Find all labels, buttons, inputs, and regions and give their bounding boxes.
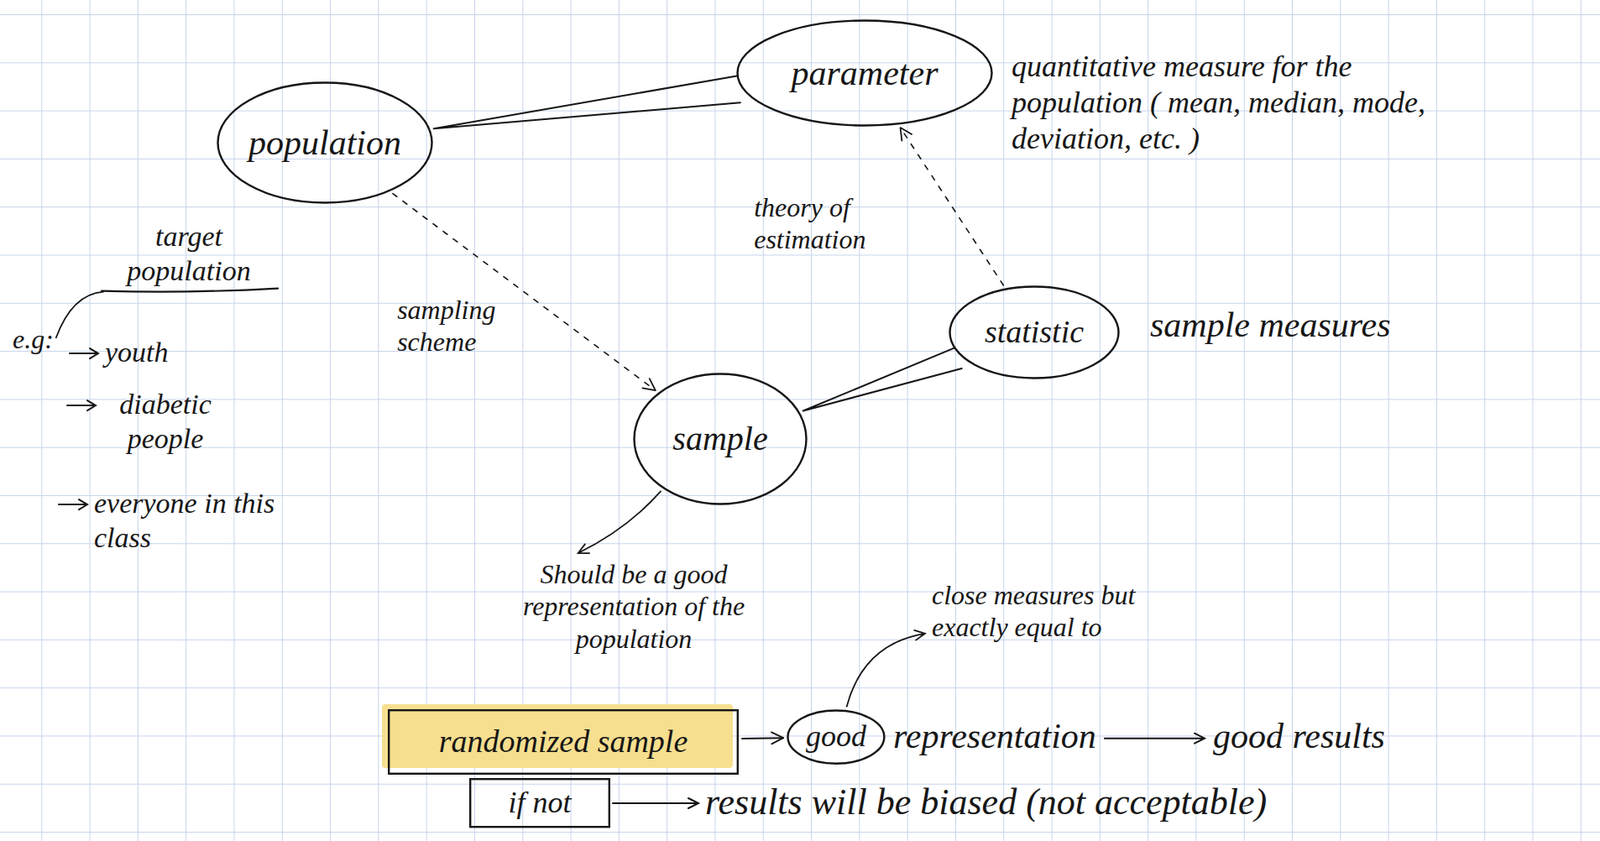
leader-arrow (1104, 733, 1205, 744)
connector-line (392, 193, 656, 391)
example-item: everyone in this class (94, 486, 279, 556)
arrow-head (771, 732, 784, 744)
node-text: parameter (791, 52, 939, 94)
connector (803, 347, 963, 411)
ellipse-shape (737, 20, 993, 126)
highlight (381, 704, 733, 769)
highlighted-box: randomized sample (387, 709, 739, 775)
circled-word: good (786, 709, 886, 765)
note-text: Should be a good representation of the p… (470, 558, 798, 655)
population-ellipse: population (216, 81, 434, 204)
list-arrow (67, 400, 96, 411)
node-text: population (248, 122, 402, 163)
connector-line (742, 737, 784, 740)
node-text: statistic (984, 313, 1084, 351)
list-arrow (69, 348, 99, 359)
connector-line (433, 76, 741, 130)
group-heading: target population (104, 219, 273, 289)
edge-label: sampling scheme (397, 293, 515, 359)
leader-arrow (578, 491, 661, 554)
leader-arrow (612, 798, 699, 809)
ellipse-shape (218, 83, 433, 204)
leader-arrow (847, 630, 926, 707)
example-item: youth (104, 335, 169, 371)
ellipse-shape (634, 374, 807, 505)
connector (742, 732, 784, 744)
example-item: diabetic people (102, 387, 229, 457)
arrow-head (642, 378, 655, 391)
flow-text: good results (1213, 715, 1386, 758)
node-text: sample (672, 419, 768, 459)
statistic-definition: sample measures (1150, 303, 1391, 346)
parameter-definition: quantitative measure for the population … (1011, 48, 1482, 158)
flow-text: results will be biased (not acceptable) (705, 780, 1267, 826)
sample-ellipse: sample (632, 372, 808, 506)
underline (101, 288, 278, 293)
connector-line (803, 347, 963, 411)
example-marker: e.g: (12, 323, 54, 356)
ellipse-shape (950, 287, 1119, 379)
node-text: randomized sample (439, 723, 689, 761)
parameter-ellipse: parameter (736, 19, 994, 127)
statistic-ellipse: statistic (948, 285, 1120, 380)
connector (392, 193, 656, 391)
rect-shape (470, 779, 610, 827)
connector-line (900, 127, 1004, 286)
leader-line (56, 292, 104, 339)
connector (433, 76, 741, 130)
flow-text: representation (893, 715, 1097, 758)
arrow-head (900, 127, 913, 142)
list-arrow (58, 499, 88, 510)
rect-shape (388, 710, 738, 774)
connector (900, 127, 1004, 286)
edge-label: theory of estimation (753, 191, 931, 257)
node-text: good (805, 719, 867, 754)
boxed-word: if not (469, 778, 611, 828)
note-text: close measures but exactly equal to (931, 579, 1201, 644)
node-text: if not (507, 785, 571, 821)
ellipse-shape (788, 710, 885, 764)
